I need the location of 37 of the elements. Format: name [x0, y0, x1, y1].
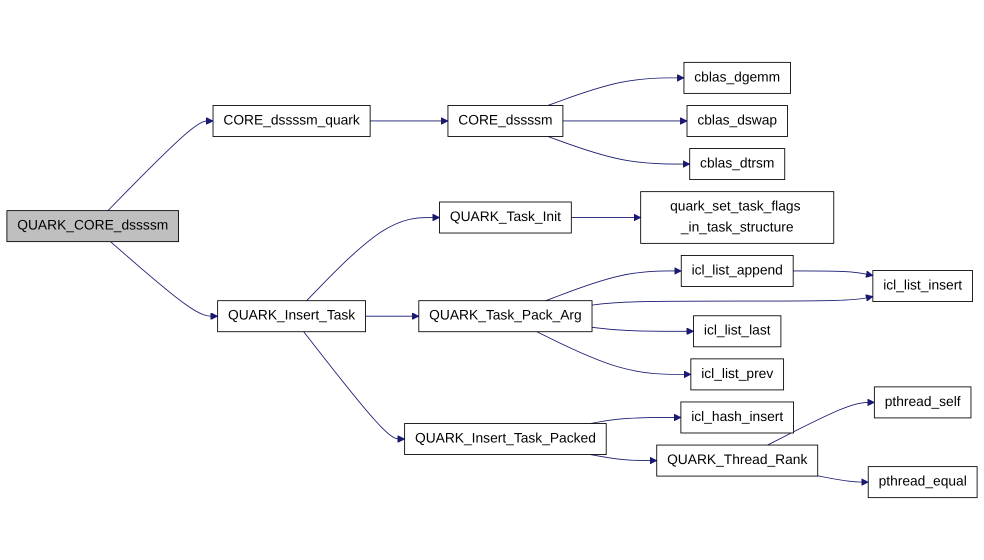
node-box: QUARK_Thread_Rank [656, 444, 818, 477]
node-box: icl_list_append [680, 255, 794, 287]
node-box: QUARK_Insert_Task_Packed [404, 423, 607, 455]
arrow [570, 214, 642, 222]
node-box: QUARK_Task_Pack_Arg [418, 300, 592, 332]
arrow [547, 74, 684, 106]
arrow [792, 270, 874, 278]
node-box: cblas_dgemm [684, 62, 791, 94]
arrow [547, 136, 690, 168]
node-box: CORE_dssssm_quark [212, 105, 371, 137]
node-box: icl_list_prev [690, 358, 784, 390]
node-box: pthread_equal [868, 466, 978, 498]
node-box: cblas_dswap [686, 105, 788, 137]
arrow [817, 475, 869, 486]
arrow [562, 117, 688, 125]
node-box: QUARK_Insert_Task [217, 300, 366, 332]
arrow [306, 214, 440, 302]
node-box: quark_set_task_flags _in_task_structure [640, 191, 834, 244]
arrow [365, 312, 420, 320]
arrow [545, 267, 682, 302]
arrow [370, 117, 448, 125]
arrow [303, 331, 405, 443]
node-box: CORE_dssssm [448, 105, 564, 137]
arrow [108, 117, 214, 212]
arrow [592, 326, 694, 336]
node-box: pthread_self [874, 386, 972, 418]
node-box: cblas_dtrsm [689, 148, 786, 180]
node-box: icl_list_insert [872, 270, 973, 302]
arrow [767, 398, 875, 446]
arrow [536, 331, 692, 378]
node-box: QUARK_Task_Init [439, 202, 572, 234]
arrow [592, 294, 874, 306]
node-box: icl_hash_insert [680, 402, 794, 434]
arrow [590, 414, 682, 424]
node-box: QUARK_CORE_dssssm [6, 210, 179, 242]
node-box: icl_list_last [693, 315, 782, 348]
arrow [110, 241, 218, 320]
